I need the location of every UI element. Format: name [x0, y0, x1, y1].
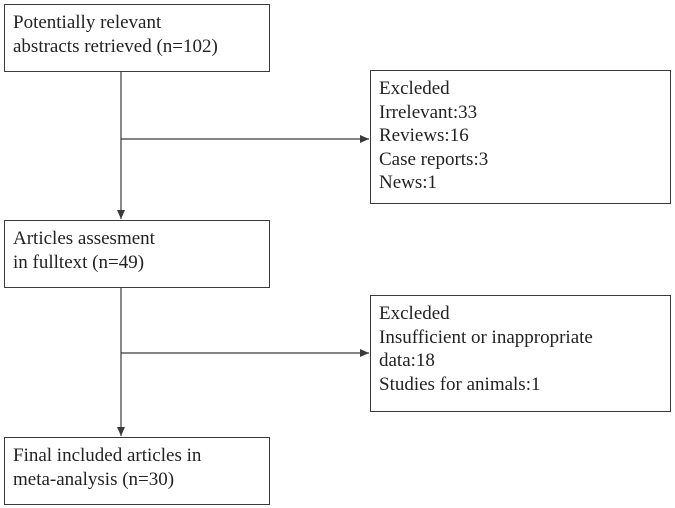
excluded-item: Studies for animals:1 — [379, 373, 541, 395]
excluded-item: Insufficient or inappropriate — [379, 326, 593, 348]
excluded-item: News:1 — [379, 172, 438, 193]
box-line: abstracts retrieved (n=102) — [13, 35, 218, 57]
excluded-item: data:18 — [379, 350, 435, 371]
excluded-heading: Excleded — [379, 303, 450, 324]
box-line: in fulltext (n=49) — [13, 251, 145, 273]
retrieved-box: Potentially relevant abstracts retrieved… — [4, 4, 270, 72]
excluded-box-1: Excleded Irrelevant:33 Reviews:16 Case r… — [370, 70, 671, 204]
box-line: Articles assesment — [13, 228, 155, 249]
box-line: meta-analysis (n=30) — [13, 468, 175, 490]
excluded-item: Irrelevant:33 — [379, 101, 478, 123]
excluded-item: Reviews:16 — [379, 125, 469, 146]
assessment-box: Articles assesment in fulltext (n=49) — [4, 220, 270, 288]
box-line: Final included articles in — [13, 445, 202, 466]
final-box: Final included articles in meta-analysis… — [4, 437, 270, 505]
excluded-box-2: Excleded Insufficient or inappropriate d… — [370, 295, 671, 412]
box-line: Potentially relevant — [13, 12, 162, 33]
excluded-item: Case reports:3 — [379, 148, 489, 170]
excluded-heading: Excleded — [379, 78, 450, 99]
